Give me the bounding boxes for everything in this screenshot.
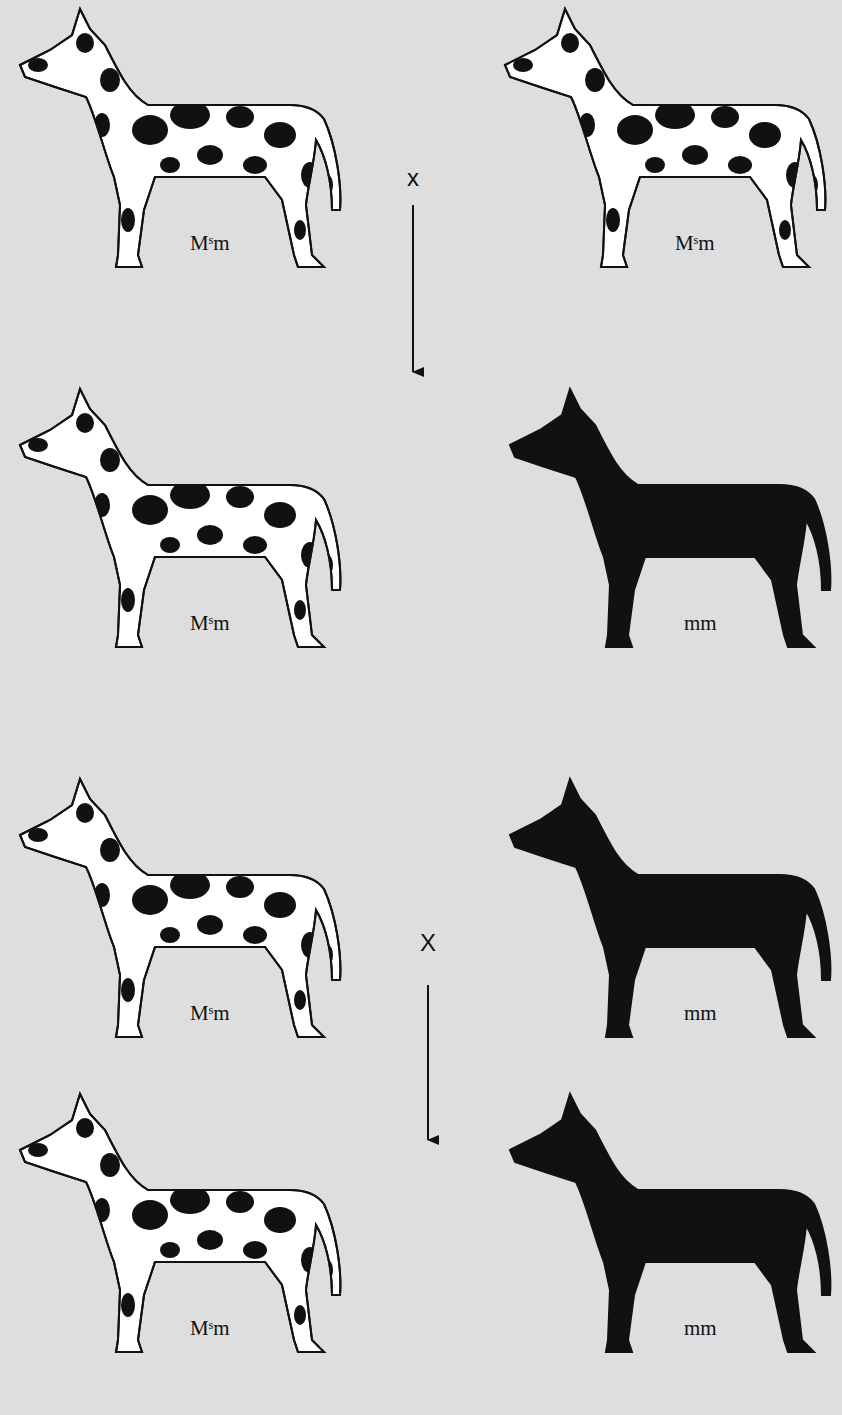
cross-arrow: [427, 985, 429, 1140]
genotype-label: Mˢm: [187, 1317, 232, 1340]
merle-dog: [20, 779, 340, 1037]
genotype-label: mm: [681, 1002, 720, 1025]
black-dog: [510, 779, 830, 1037]
cross-arrow: [412, 205, 414, 372]
genotype-label: Mˢm: [187, 1002, 232, 1025]
merle-dog: [20, 9, 340, 267]
merle-dog: [20, 389, 340, 647]
merle-dog: [505, 9, 825, 267]
cross-sign: x: [404, 165, 422, 191]
genotype-label: mm: [681, 612, 720, 635]
black-dog: [510, 1094, 830, 1352]
merle-dog: [20, 1094, 340, 1352]
genotype-label: Mˢm: [187, 612, 232, 635]
genotype-label: mm: [681, 1317, 720, 1340]
genotype-label: Mˢm: [672, 232, 717, 255]
black-dog: [510, 389, 830, 647]
genotype-label: Mˢm: [187, 232, 232, 255]
cross-sign: X: [417, 930, 439, 956]
